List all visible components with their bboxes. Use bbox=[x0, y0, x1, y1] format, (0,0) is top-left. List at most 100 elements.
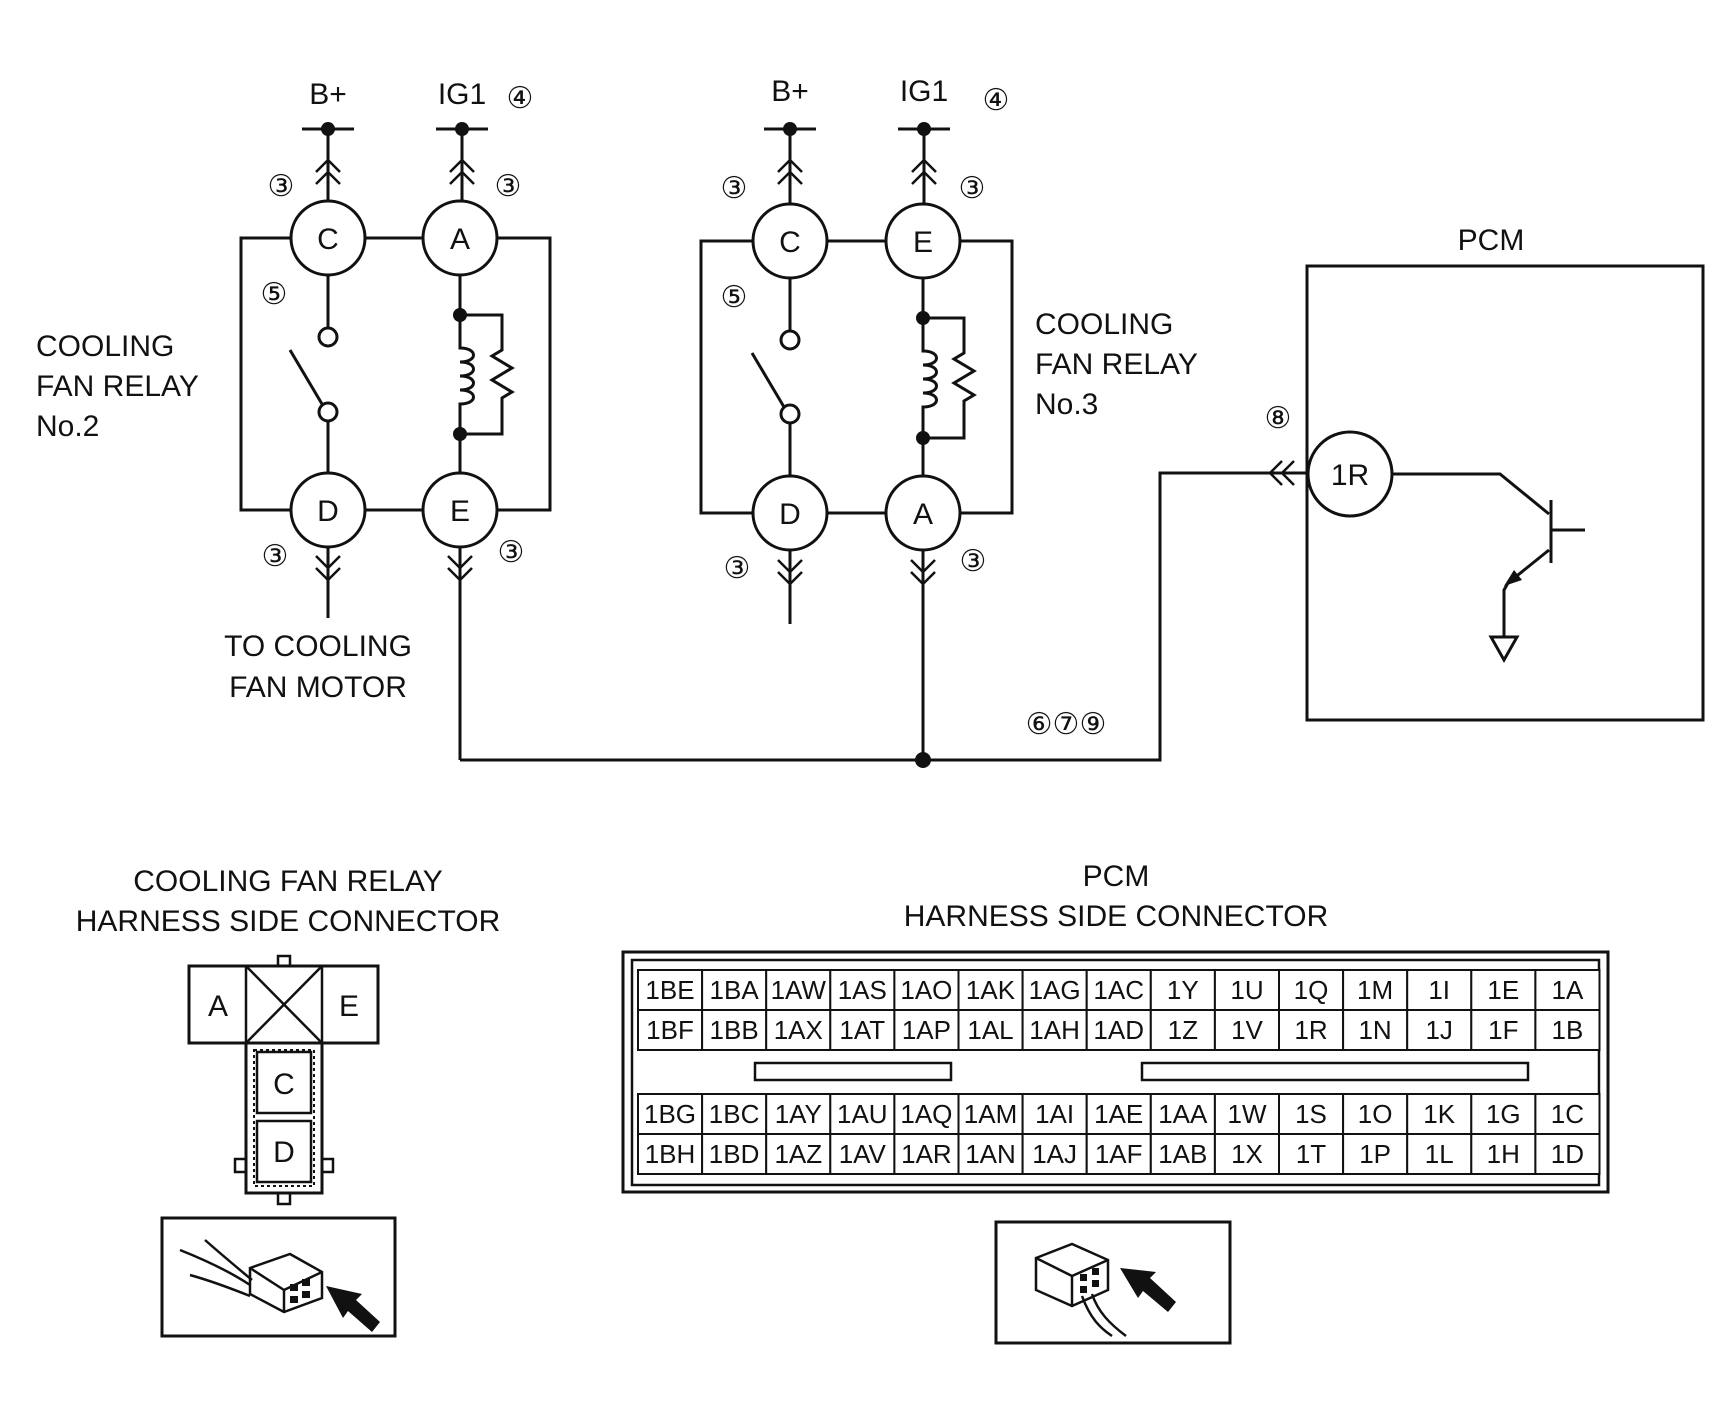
pcm-pin-label: 1AH bbox=[1029, 1015, 1080, 1045]
pcm-connector-view-icon bbox=[994, 1220, 1232, 1345]
pcm-pin-cell bbox=[1213, 1133, 1281, 1175]
pcm-pin-label: 1AT bbox=[839, 1015, 885, 1045]
relay-2-note-4: ④ bbox=[507, 82, 534, 115]
pcm-pin-label: 1T bbox=[1296, 1139, 1326, 1169]
pcm-pin-cell bbox=[1213, 969, 1281, 1011]
relay-3-title-line-1: COOLING bbox=[1035, 308, 1173, 341]
pcm-pin-cell bbox=[1149, 969, 1216, 1011]
pcm-pin-cell bbox=[829, 1093, 896, 1135]
relay-2-switch-icon bbox=[288, 275, 339, 473]
relay-connector-title-line-2: HARNESS SIDE CONNECTOR bbox=[76, 905, 501, 938]
pcm-pin-cell bbox=[1021, 969, 1088, 1011]
pcm-pin-cell bbox=[1406, 1093, 1473, 1135]
pcm-pin-label: 1AE bbox=[1094, 1099, 1143, 1129]
relay-2-terminal-a-label: A bbox=[450, 223, 470, 256]
pcm-pin-label: 1AV bbox=[839, 1139, 887, 1169]
pcm-pin-cell bbox=[829, 1133, 896, 1175]
relay-2-note-3-d: ③ bbox=[262, 540, 289, 573]
pcm-pin-label: 1A bbox=[1551, 975, 1583, 1005]
pcm-pin-label: 1AJ bbox=[1032, 1139, 1077, 1169]
pcm-pin-label: 1AC bbox=[1093, 975, 1144, 1005]
relay-3-terminal-d-label: D bbox=[779, 498, 801, 531]
relay-connector-pin-d: D bbox=[273, 1136, 295, 1169]
pcm-pin-label: 1X bbox=[1231, 1139, 1263, 1169]
pcm-pin-label: 1W bbox=[1228, 1099, 1267, 1129]
pcm-pin-label: 1C bbox=[1551, 1099, 1584, 1129]
pcm-pin-cell bbox=[1342, 1133, 1409, 1175]
pcm-pin-cell bbox=[637, 1093, 704, 1135]
relay-2-note-5: ⑤ bbox=[261, 278, 288, 311]
pcm-pin-cell bbox=[1534, 969, 1601, 1011]
pcm-pin-cell bbox=[957, 1133, 1024, 1175]
pcm-connector-title-line-1: PCM bbox=[1083, 860, 1150, 893]
relay-3-terminal-e-label: E bbox=[913, 226, 933, 259]
relay-2-note-3-e: ③ bbox=[498, 536, 525, 569]
pcm-pin-label: 1AP bbox=[902, 1015, 951, 1045]
pcm-terminal-1r-label: 1R bbox=[1331, 459, 1369, 492]
pcm-pin-cell bbox=[1278, 1133, 1345, 1175]
pcm-pin-cell bbox=[1021, 1133, 1088, 1175]
pcm-pin-cell bbox=[829, 1009, 896, 1051]
pcm-pin-cell bbox=[893, 969, 960, 1011]
pcm-pin-label: 1AG bbox=[1029, 975, 1081, 1005]
pcm-pin-label: 1AF bbox=[1095, 1139, 1143, 1169]
relay-2-note-3-a: ③ bbox=[495, 170, 522, 203]
signal-wire: ⑥⑦⑨ bbox=[460, 460, 1310, 768]
pcm-pin-label: 1AA bbox=[1158, 1099, 1208, 1129]
relay-3-coil-icon bbox=[916, 278, 977, 476]
relay-connector-pin-c: C bbox=[273, 1068, 295, 1101]
relay-3-note-3-e: ③ bbox=[959, 172, 986, 205]
pcm-pin-label: 1AS bbox=[838, 975, 887, 1005]
pcm-pin-label: 1Q bbox=[1294, 975, 1329, 1005]
relay-2-terminal-e-label: E bbox=[450, 495, 470, 528]
relay-3-title-line-2: FAN RELAY bbox=[1035, 348, 1198, 381]
relay-2-ig1-label: IG1 bbox=[438, 78, 486, 111]
relay-connector-pin-e: E bbox=[339, 990, 359, 1023]
relay-3-terminal-c-label: C bbox=[779, 226, 801, 259]
pcm-pin-cell bbox=[1534, 1009, 1601, 1051]
pcm-pin-label: 1BC bbox=[709, 1099, 760, 1129]
pcm-pin-cell bbox=[637, 969, 704, 1011]
pcm-pin-cell bbox=[1278, 1093, 1345, 1135]
pcm-pin-label: 1M bbox=[1357, 975, 1393, 1005]
pcm-pin-label: 1AI bbox=[1035, 1099, 1074, 1129]
pcm-pin-cell bbox=[893, 1093, 960, 1135]
relay-connector-pin-a: A bbox=[208, 990, 228, 1023]
pcm-pin-label: 1AK bbox=[966, 975, 1016, 1005]
pcm-note-8: ⑧ bbox=[1265, 402, 1292, 435]
pcm-pin-cell bbox=[1149, 1133, 1216, 1175]
pcm-pin-label: 1BG bbox=[644, 1099, 696, 1129]
relay-3-note-5: ⑤ bbox=[721, 281, 748, 314]
pcm-module: PCM 1R ⑧ bbox=[1265, 224, 1705, 722]
relay-3-note-3-a: ③ bbox=[960, 545, 987, 578]
pcm-pin-label: 1AR bbox=[901, 1139, 952, 1169]
pcm-pin-label: 1BA bbox=[710, 975, 760, 1005]
wire-notes-6-7-9: ⑥⑦⑨ bbox=[1026, 708, 1107, 741]
pcm-connector-title-line-2: HARNESS SIDE CONNECTOR bbox=[904, 900, 1329, 933]
pcm-pin-cell bbox=[1406, 1009, 1473, 1051]
pcm-pin-cell bbox=[893, 1009, 960, 1051]
pcm-pin-label: 1AM bbox=[964, 1099, 1017, 1129]
pcm-title: PCM bbox=[1458, 224, 1525, 257]
pcm-pin-cell bbox=[1534, 1133, 1601, 1175]
pcm-pin-cell bbox=[1342, 969, 1409, 1011]
relay-3: B+ IG1 ④ ③ ③ C E D A ⑤ bbox=[699, 75, 1198, 760]
relay-3-ig1-label: IG1 bbox=[900, 75, 948, 108]
pcm-pin-label: 1O bbox=[1358, 1099, 1393, 1129]
relay-3-note-4: ④ bbox=[983, 84, 1010, 117]
pcm-pin-label: 1V bbox=[1231, 1015, 1263, 1045]
relay-2-title-line-1: COOLING bbox=[36, 330, 174, 363]
pcm-pin-label: 1I bbox=[1428, 975, 1450, 1005]
relay-2: B+ IG1 ④ ③ ③ C A D E bbox=[36, 78, 552, 760]
relay-3-note-3-d: ③ bbox=[724, 552, 751, 585]
pcm-pin-label: 1N bbox=[1358, 1015, 1391, 1045]
relay-2-note-3-c: ③ bbox=[268, 170, 295, 203]
relay-connector-title-line-1: COOLING FAN RELAY bbox=[133, 865, 443, 898]
pcm-pin-cell bbox=[1149, 1093, 1216, 1135]
pcm-pin-cell bbox=[1021, 1093, 1088, 1135]
pcm-pin-label: 1AU bbox=[837, 1099, 888, 1129]
